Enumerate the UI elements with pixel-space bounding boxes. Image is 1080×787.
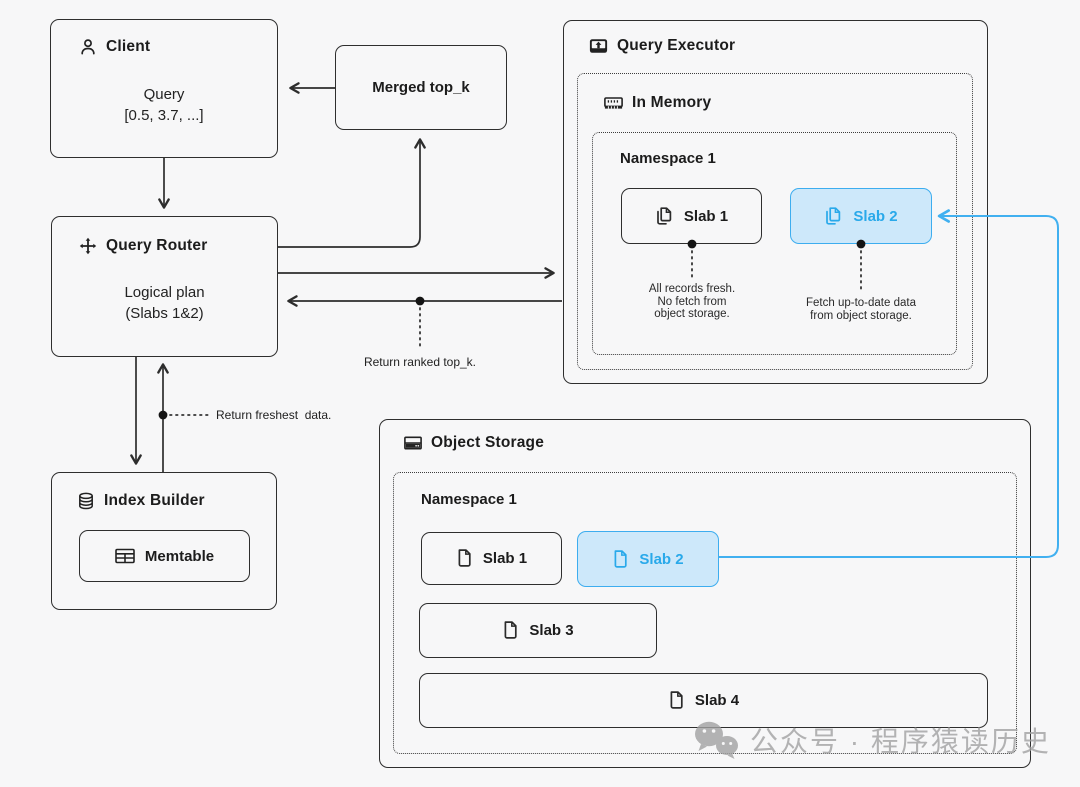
query-router-header: Query Router <box>79 237 207 255</box>
executor-icon <box>589 39 608 53</box>
memory-icon <box>604 97 623 109</box>
connector-dot <box>158 410 168 420</box>
executor-namespace-title: Namespace 1 <box>620 150 716 167</box>
storage-slab-3-label: Slab 3 <box>529 622 574 639</box>
table-icon <box>115 548 135 564</box>
watermark-text: 公众号 · 程序猿读历史 <box>750 726 1051 757</box>
query-router-box <box>51 216 278 357</box>
wechat-icon <box>695 721 738 759</box>
client-box <box>50 19 278 158</box>
memtable-label: Memtable <box>144 547 215 565</box>
client-query-text: Query [0.5, 3.7, ...] <box>50 84 278 126</box>
connector-dot <box>415 296 425 306</box>
executor-slab-2: Slab 2 <box>790 188 932 244</box>
index-builder-box <box>51 472 277 610</box>
storage-namespace-title: Namespace 1 <box>421 491 517 508</box>
client-title: Client <box>106 38 151 55</box>
file-icon <box>504 621 518 639</box>
storage-namespace-box <box>393 472 1017 754</box>
file-icon <box>458 549 471 567</box>
slab1-note-line: All records fresh. <box>648 283 736 295</box>
object-storage-header: Object Storage <box>404 434 544 452</box>
return-freshest-label: Return freshest data. <box>216 408 332 422</box>
merged-topk-box <box>335 45 507 130</box>
query-executor-header: Query Executor <box>589 37 735 55</box>
storage-slab-3: Slab 3 <box>419 603 657 658</box>
slab1-note-line: No fetch from <box>657 295 727 308</box>
storage-slab-1-label: Slab 1 <box>482 550 528 567</box>
query-line: Query <box>143 86 185 103</box>
storage-slab-4-label: Slab 4 <box>694 692 740 709</box>
index-builder-title: Index Builder <box>104 492 205 509</box>
query-router-title: Query Router <box>106 237 208 254</box>
slab2-note: Fetch up-to-date data from object storag… <box>771 297 951 322</box>
file-icon <box>614 549 628 568</box>
merged-topk-label: Merged top_k <box>372 79 470 96</box>
object-storage-box <box>379 419 1031 768</box>
storage-slab-2: Slab 2 <box>577 531 719 587</box>
slab2-note-line: from object storage. <box>810 309 912 322</box>
watermark: 公众号 · 程序猿读历史 <box>692 719 1051 761</box>
in-memory-title: In Memory <box>632 94 712 111</box>
move-icon <box>79 237 97 255</box>
plan-slabs: (Slabs 1&2) <box>125 305 204 322</box>
query-executor-title: Query Executor <box>617 37 736 54</box>
slab1-note-line: object storage. <box>654 308 730 320</box>
database-icon <box>79 492 93 510</box>
copy-icon <box>657 206 672 225</box>
storage-slab-2-label: Slab 2 <box>639 550 684 568</box>
storage-slab-1: Slab 1 <box>421 532 562 585</box>
object-storage-title: Object Storage <box>431 434 545 451</box>
plan-line: Logical plan <box>124 284 205 301</box>
executor-slab-1-label: Slab 1 <box>683 207 729 225</box>
memtable-box: Memtable <box>79 530 250 582</box>
in-memory-header: In Memory <box>604 94 711 112</box>
slab1-note: All records fresh. No fetch from object … <box>602 283 782 321</box>
query-vector: [0.5, 3.7, ...] <box>124 107 204 124</box>
logical-plan-text: Logical plan (Slabs 1&2) <box>51 282 278 324</box>
copy-icon <box>826 206 841 225</box>
index-builder-header: Index Builder <box>77 492 205 510</box>
executor-slab-1: Slab 1 <box>621 188 762 244</box>
slab2-note-line: Fetch up-to-date data <box>806 297 916 309</box>
client-header: Client <box>79 38 150 56</box>
return-ranked-label: Return ranked top_k. <box>363 355 477 369</box>
person-icon <box>81 39 95 55</box>
storage-icon <box>404 436 422 450</box>
file-icon <box>670 691 683 709</box>
arrow-router-to-merged <box>278 138 426 248</box>
executor-slab-2-label: Slab 2 <box>853 207 898 225</box>
